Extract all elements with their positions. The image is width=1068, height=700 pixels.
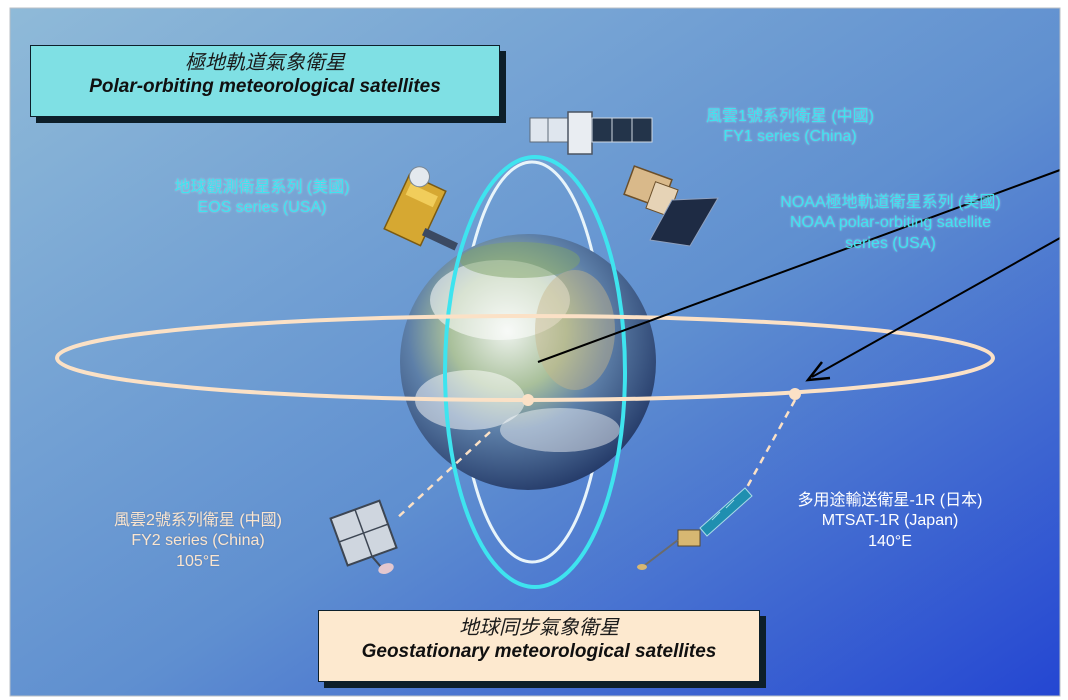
- fy2-connector: [394, 431, 491, 521]
- eos-label-en: EOS series (USA): [197, 199, 327, 217]
- noaa-satellite-icon: [623, 165, 719, 247]
- fy2-label: 風雲2號系列衛星 (中國) FY2 series (China) 105°E: [68, 511, 328, 572]
- polar-orbiting-title-box: 極地軌道氣象衛星 Polar-orbiting meteorological s…: [30, 45, 500, 117]
- pointer-line-upper: [537, 169, 1061, 363]
- eos-label-zh: 地球觀測衛星系列 (美國): [174, 179, 350, 196]
- earth-globe: [400, 234, 656, 490]
- mtsat-satellite-icon: [637, 487, 753, 570]
- geo-title-zh: 地球同步氣象衛星: [459, 615, 619, 639]
- fy2-label-zh: 風雲2號系列衛星 (中國): [113, 512, 282, 529]
- noaa-label-en2: series (USA): [845, 234, 936, 252]
- fy2-label-lon: 105°E: [176, 552, 220, 570]
- noaa-label-en1: NOAA polar-orbiting satellite: [790, 214, 991, 232]
- fy1-label: 風雲1號系列衛星 (中國) FY1 series (China): [640, 107, 940, 148]
- eos-satellite-icon: [383, 166, 458, 251]
- mtsat-label-zh: 多用途輸送衛星-1R (日本): [797, 492, 983, 509]
- noaa-label-zh: NOAA極地軌道衛星系列 (美國): [780, 194, 1001, 211]
- eos-label: 地球觀測衛星系列 (美國) EOS series (USA): [122, 178, 402, 219]
- noaa-label: NOAA極地軌道衛星系列 (美國) NOAA polar-orbiting sa…: [718, 193, 1063, 254]
- fy1-label-en: FY1 series (China): [723, 128, 857, 146]
- frame-border: [9, 7, 1061, 697]
- pointer-line-lower: [811, 237, 1061, 378]
- mtsat-label-lon: 140°E: [868, 532, 912, 550]
- polar-orbit: [443, 155, 627, 589]
- mtsat-connector: [738, 399, 797, 501]
- fy1-label-zh: 風雲1號系列衛星 (中國): [705, 108, 874, 125]
- mtsat-label: 多用途輸送衛星-1R (日本) MTSAT-1R (Japan) 140°E: [760, 491, 1020, 552]
- polar-title-en: Polar-orbiting meteorological satellites: [89, 76, 441, 97]
- mtsat-orbit-position: [789, 388, 801, 400]
- pointer-arrowhead: [805, 361, 831, 382]
- fy2-orbit-position: [522, 394, 534, 406]
- fy2-satellite-icon: [329, 499, 398, 574]
- fy2-label-en: FY2 series (China): [131, 532, 265, 550]
- fy1-satellite-icon: [529, 111, 653, 155]
- mtsat-label-en: MTSAT-1R (Japan): [821, 512, 959, 530]
- geostationary-title-box: 地球同步氣象衛星 Geostationary meteorological sa…: [318, 610, 760, 682]
- polar-title-zh: 極地軌道氣象衛星: [185, 50, 345, 74]
- geo-title-en: Geostationary meteorological satellites: [361, 641, 717, 662]
